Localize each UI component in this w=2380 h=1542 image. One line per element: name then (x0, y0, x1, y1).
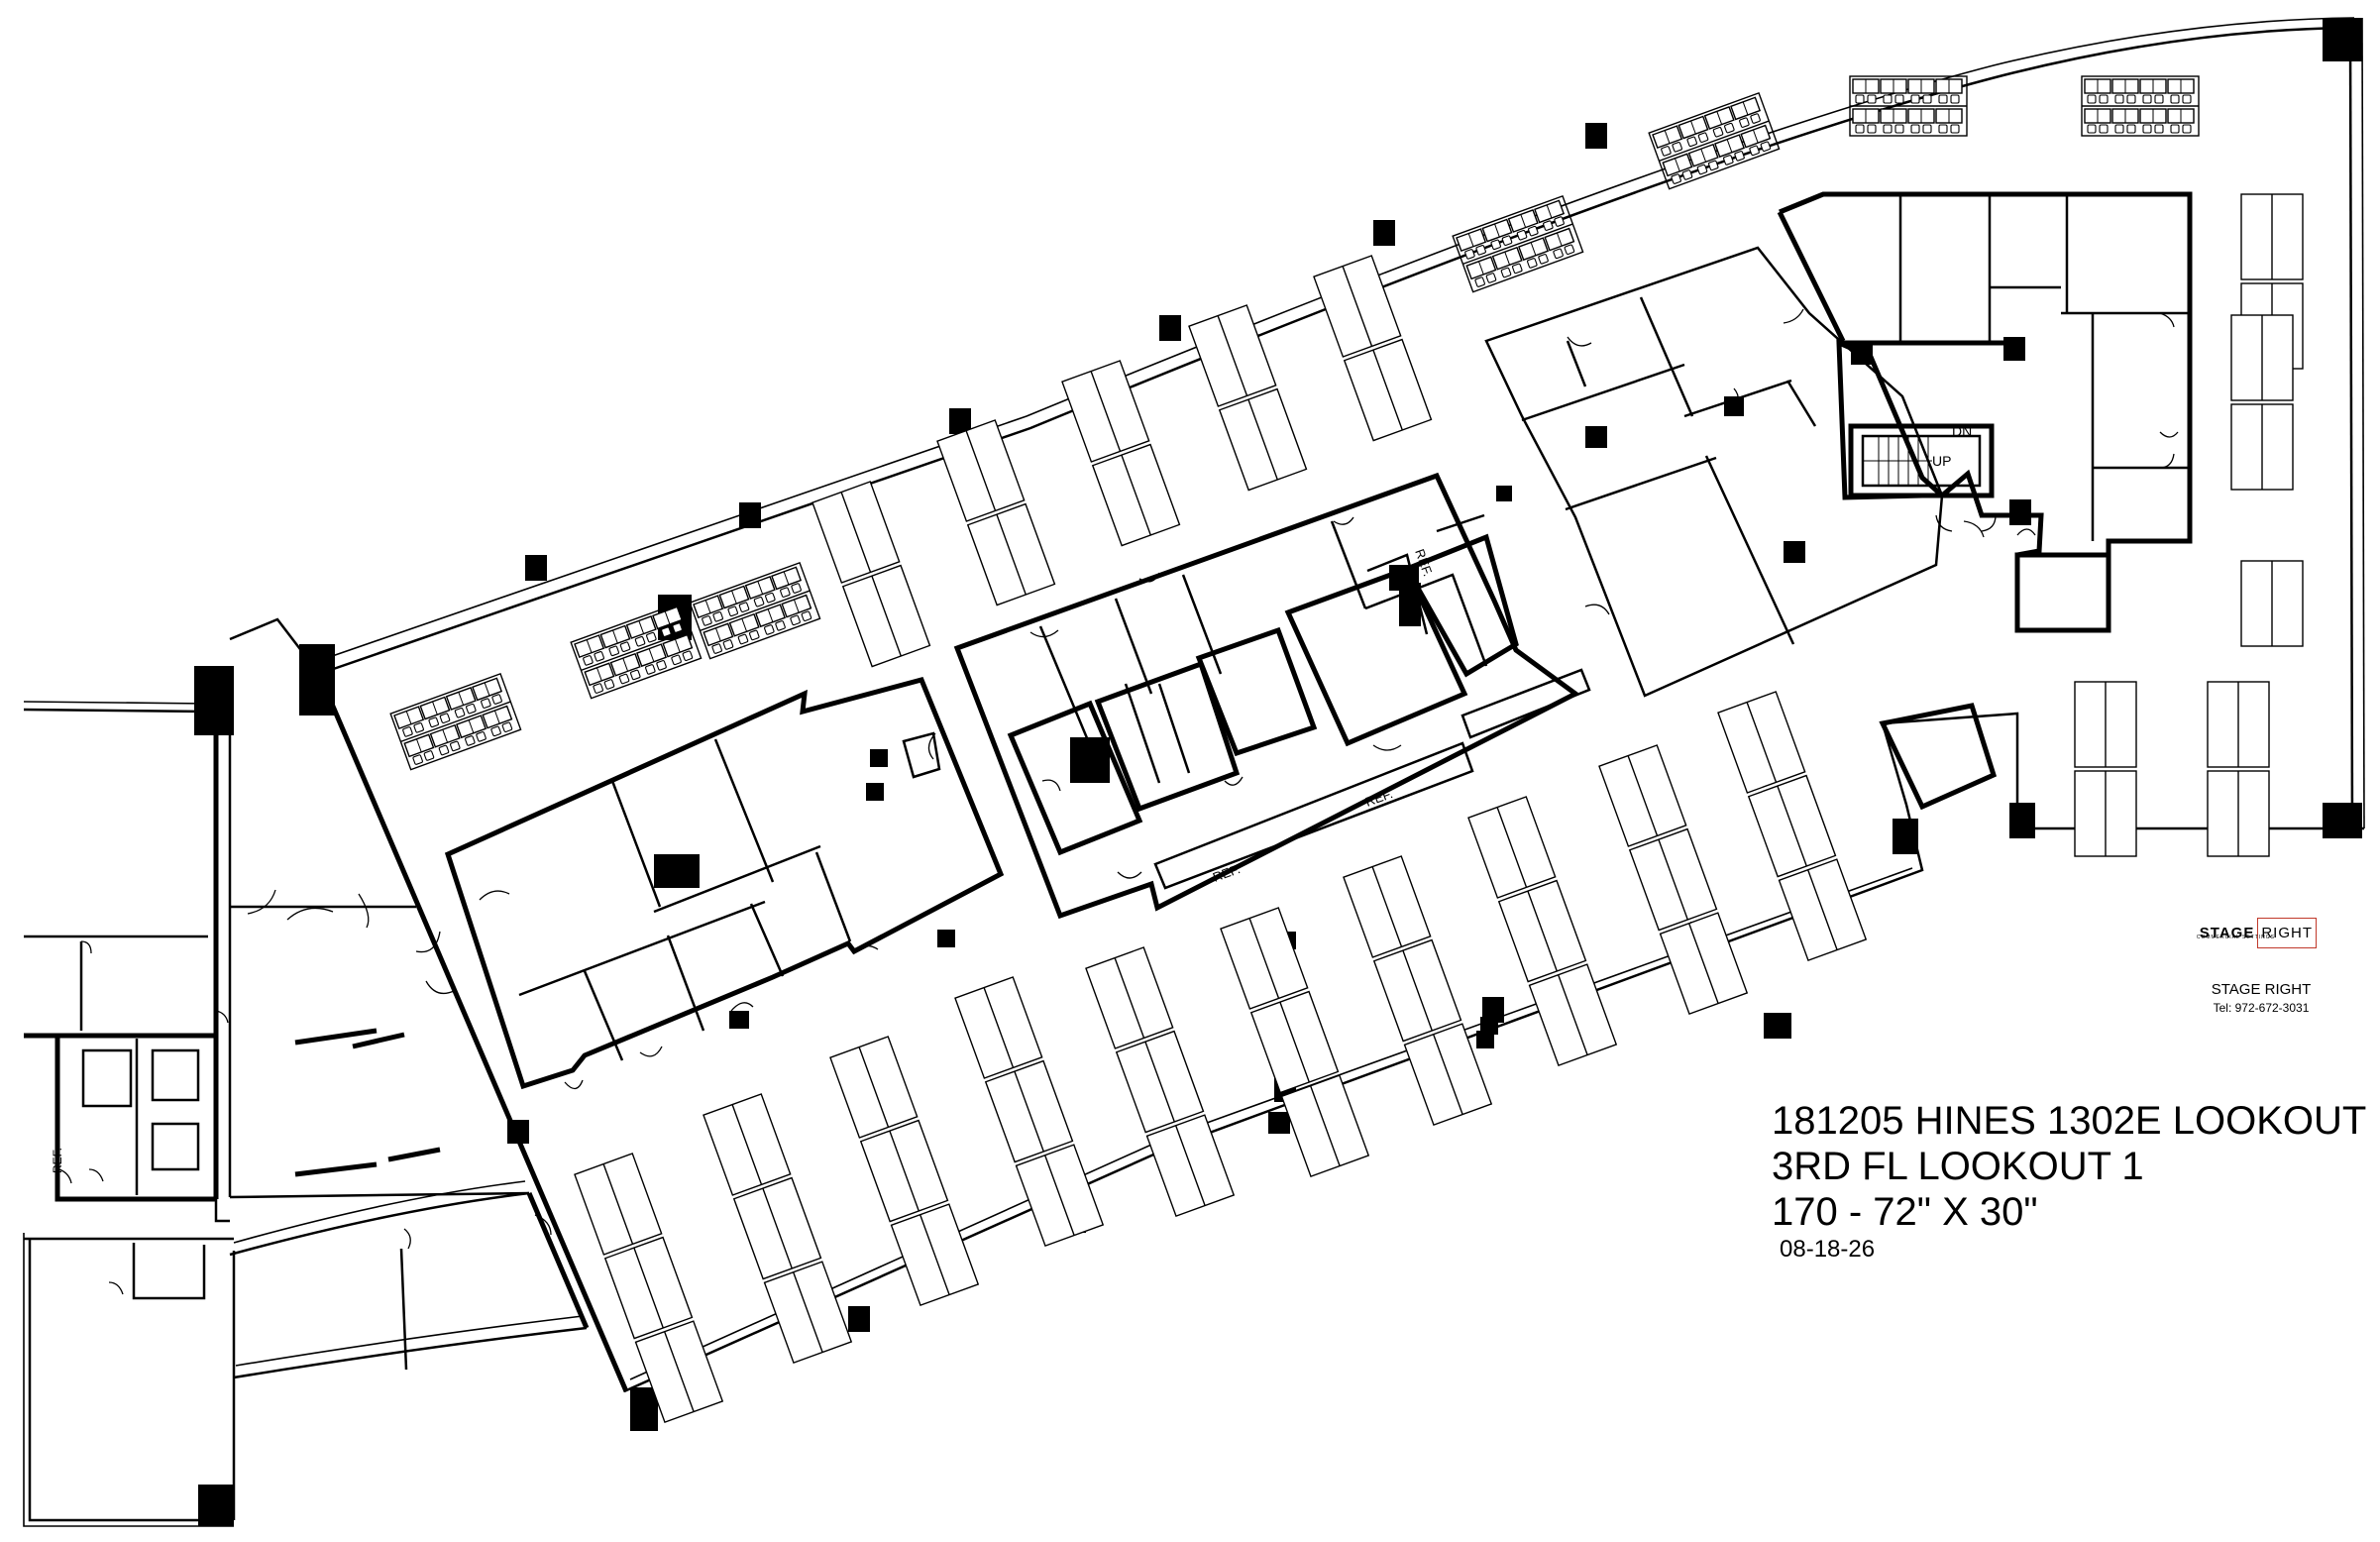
logo-tagline: COMMERCIAL SETTINGS (2196, 935, 2275, 940)
ref-label-lower: REF. (1211, 861, 1243, 885)
ne-core (1777, 191, 2193, 811)
project-title: 181205 HINES 1302E LOOKOUT (1772, 1099, 2367, 1143)
workstations-north-pods (812, 256, 1431, 667)
stage-right-logo: STAGE RIGHT COMMERCIAL SETTINGS (2194, 918, 2317, 948)
workstations-south-pods (575, 692, 1866, 1422)
logo-word-right: RIGHT (2257, 918, 2317, 948)
contact-tel: Tel: 972-672-3031 (2213, 1001, 2310, 1015)
contact-block: STAGE RIGHT Tel: 972-672-3031 (2192, 981, 2330, 1015)
logo-word-stage: STAGE (2199, 925, 2255, 941)
doors (58, 308, 2179, 1295)
stair-up-label: UP (1932, 453, 1951, 469)
building-shell (23, 17, 2365, 1527)
contact-name: STAGE RIGHT (2211, 981, 2312, 998)
floor-title: 3RD FL LOOKOUT 1 (1772, 1145, 2144, 1188)
plan-date: 08-18-26 (1780, 1236, 1876, 1263)
workstation-count: 170 - 72" X 30" (1772, 1190, 2038, 1234)
ref-label-west: REF. (51, 1148, 64, 1173)
stair-down-label: DN (1952, 423, 1972, 439)
central-offices (444, 246, 1944, 1090)
logo-wordmark: STAGE RIGHT (2194, 918, 2317, 948)
structural-columns (194, 18, 2362, 1526)
title-block: 181205 HINES 1302E LOOKOUT 3RD FL LOOKOU… (1772, 1098, 2366, 1265)
